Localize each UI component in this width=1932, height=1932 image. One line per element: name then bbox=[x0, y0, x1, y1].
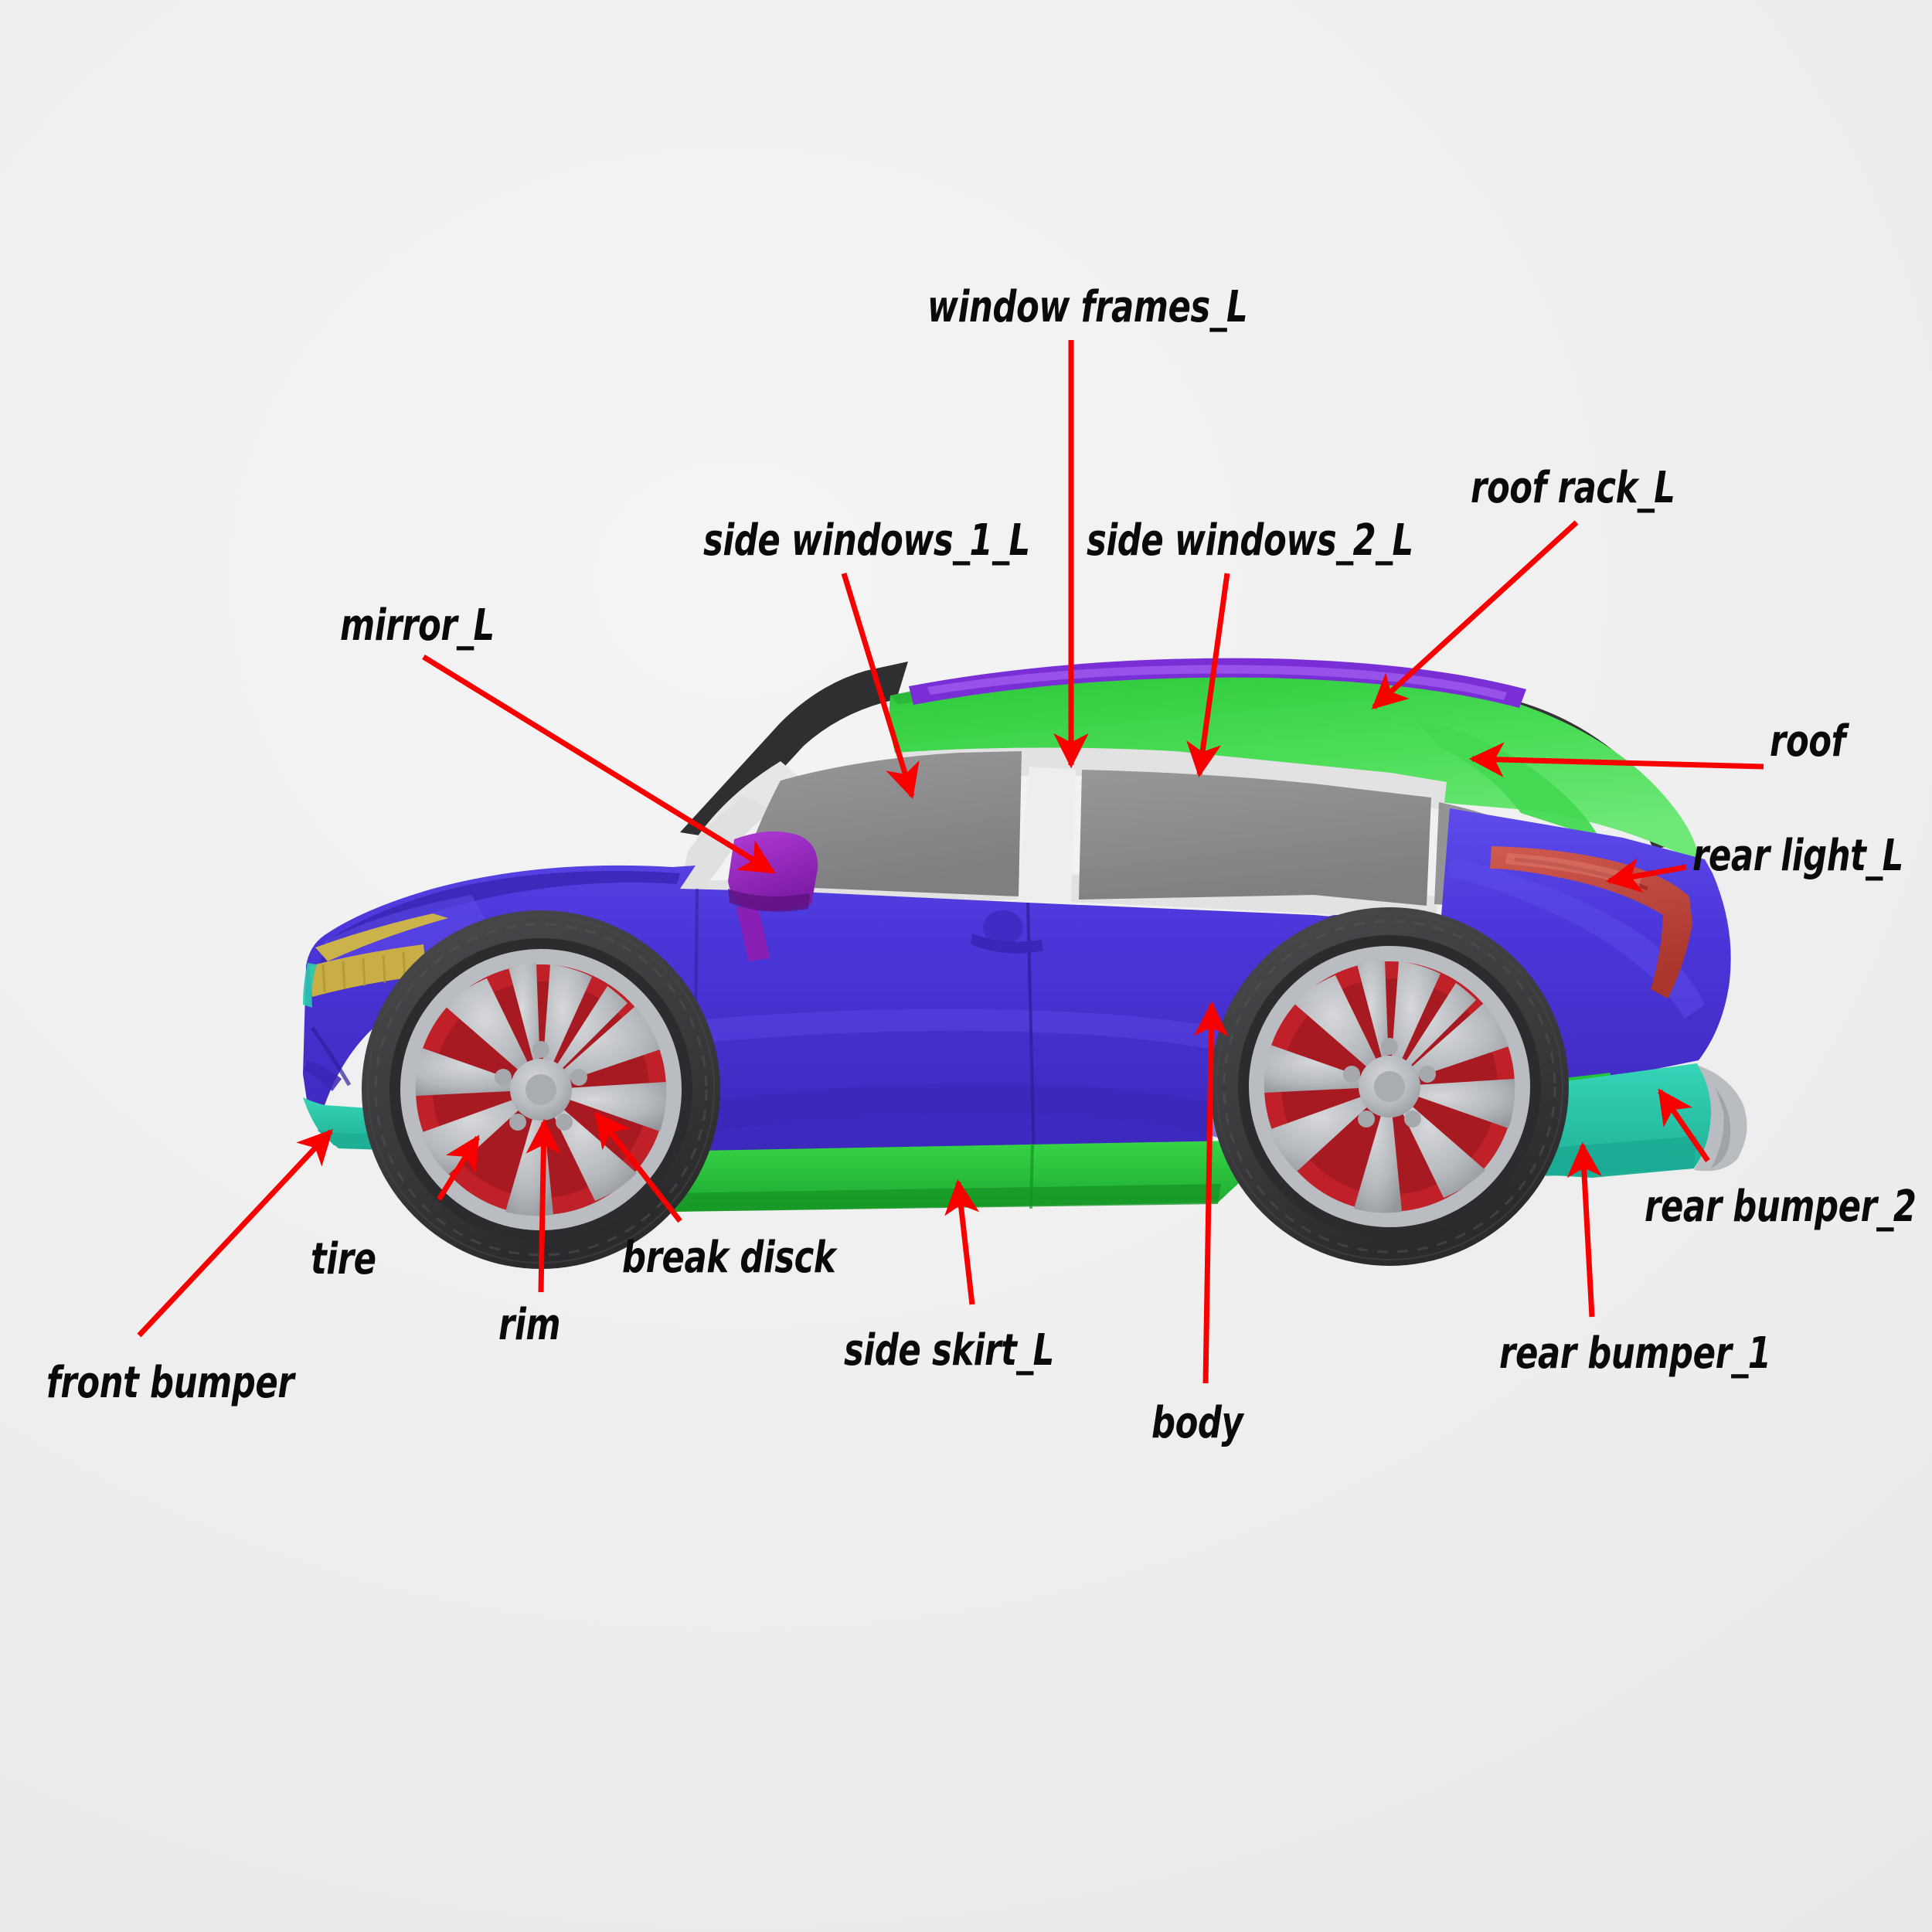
leader-rim bbox=[526, 1118, 561, 1293]
front-hub-cap bbox=[526, 1074, 556, 1105]
rear-rim-spokes bbox=[1264, 960, 1515, 1213]
label-side-windows-2-l: side windows_2_L bbox=[1087, 515, 1413, 566]
headlight-gold-main bbox=[309, 944, 427, 997]
front-air-intake bbox=[304, 1060, 342, 1091]
part-rear-bumper-2 bbox=[1694, 1065, 1747, 1172]
leader-mirror-l bbox=[422, 655, 776, 874]
label-rear-bumper-1: rear bumper_1 bbox=[1499, 1328, 1771, 1379]
mirror-stalk bbox=[736, 906, 770, 961]
label-tire: tire bbox=[311, 1234, 376, 1284]
label-side-skirt-l: side skirt_L bbox=[844, 1325, 1054, 1376]
leader-rear-bumper-2 bbox=[1658, 1088, 1710, 1162]
part-side-windows-2-l bbox=[1079, 770, 1431, 906]
car-illustration bbox=[303, 658, 1747, 1269]
door-handle-front bbox=[971, 910, 1043, 954]
label-window-frames-l: window frames_L bbox=[927, 282, 1248, 332]
leader-front-bumper bbox=[137, 1128, 333, 1338]
label-roof-rack-l: roof rack_L bbox=[1471, 463, 1675, 513]
side-skirt-seam bbox=[1029, 1143, 1034, 1209]
rear-wheel bbox=[1210, 907, 1569, 1266]
callout-lines bbox=[137, 340, 1764, 1384]
label-rear-bumper-2: rear bumper_2 bbox=[1645, 1182, 1917, 1232]
part-roof-rack-l bbox=[909, 658, 1526, 708]
leader-rear-light-l bbox=[1605, 858, 1687, 893]
leader-roof bbox=[1468, 742, 1764, 777]
front-lug-nuts bbox=[495, 1041, 587, 1131]
rear-rim bbox=[1249, 946, 1530, 1227]
label-rim: rim bbox=[498, 1300, 561, 1350]
rear-lug-nuts bbox=[1343, 1038, 1436, 1128]
rear-bumper-2-shade bbox=[1711, 1088, 1731, 1168]
rear-hub-cap bbox=[1374, 1071, 1405, 1102]
window-frame-front-wedge bbox=[680, 796, 773, 898]
window-frame-b-pillar bbox=[1017, 767, 1076, 903]
label-body: body bbox=[1151, 1398, 1243, 1448]
label-roof: roof bbox=[1770, 716, 1846, 767]
body-door-crease bbox=[696, 1009, 1267, 1060]
label-front-bumper: front bumper bbox=[46, 1358, 294, 1408]
leader-rear-bumper-1 bbox=[1566, 1141, 1602, 1318]
mirror-shadow bbox=[728, 889, 810, 912]
front-fascia-crease bbox=[310, 1026, 352, 1087]
body-lower-crease bbox=[680, 1083, 1221, 1138]
leader-side-windows-2-l bbox=[1186, 573, 1230, 778]
rear-light-gloss bbox=[1505, 853, 1641, 889]
leader-break-disck bbox=[594, 1111, 682, 1223]
label-side-windows-1-l: side windows_1_L bbox=[703, 515, 1030, 566]
label-break-disck: break disck bbox=[622, 1233, 836, 1283]
roof-c-pillar-green bbox=[1414, 719, 1600, 838]
leader-tire bbox=[437, 1134, 480, 1201]
front-rim-spokes bbox=[415, 963, 667, 1216]
rear-tire-tread bbox=[1216, 913, 1563, 1260]
body-rear-quarter-shine bbox=[1447, 858, 1705, 1019]
leader-body bbox=[1193, 1001, 1230, 1384]
leader-side-skirt-l bbox=[944, 1179, 980, 1305]
front-bumper-edge-teal bbox=[303, 963, 317, 1008]
label-mirror-l: mirror_L bbox=[340, 600, 495, 651]
label-rear-light-l: rear light_L bbox=[1692, 831, 1903, 881]
leader-side-windows-1-l bbox=[841, 572, 920, 800]
leader-roof-rack-l bbox=[1371, 520, 1579, 709]
headlight-gold-upper bbox=[315, 913, 448, 961]
